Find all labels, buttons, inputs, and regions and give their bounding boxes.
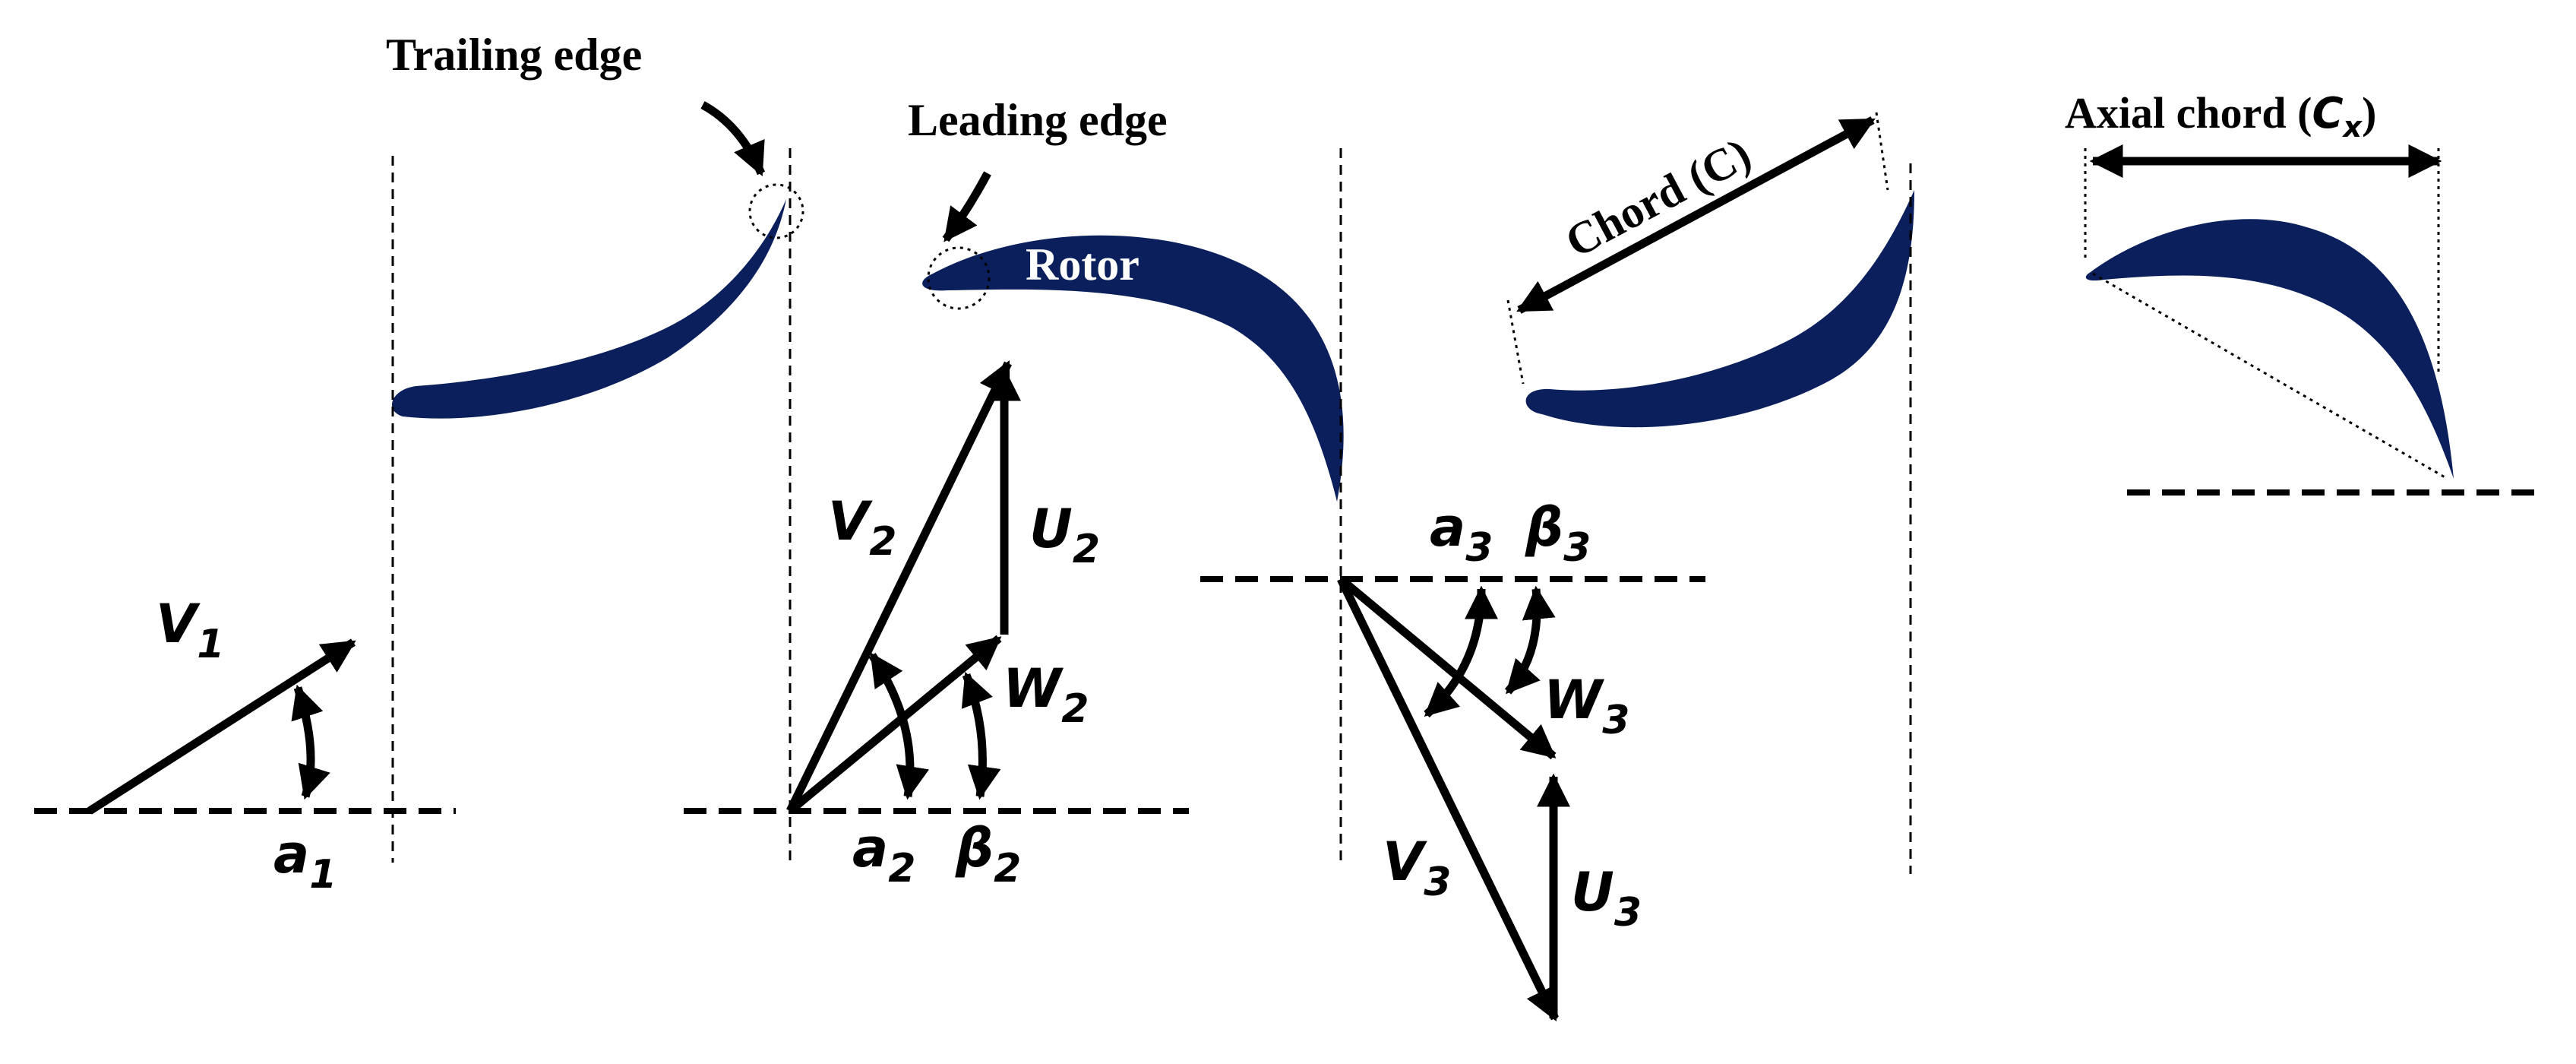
v3-label: V3 (1383, 831, 1451, 905)
v2-vector (786, 360, 1012, 813)
chord-example-blade (1525, 190, 1914, 428)
u3-label: U3 (1571, 861, 1642, 936)
v1-vector (87, 638, 356, 815)
trailing-edge-circle (748, 183, 804, 239)
beta3-label: β3 (1525, 496, 1591, 571)
u2-label: U2 (1029, 498, 1100, 572)
stator-label: Stator (448, 413, 570, 463)
alpha3-label: a3 (1430, 496, 1493, 571)
chord-tick-right (1875, 112, 1889, 191)
chord-arrow (1516, 116, 1876, 314)
beta2-label: β2 (955, 817, 1021, 891)
rotor-label: Rotor (1026, 239, 1139, 290)
chord-tick-left (1506, 299, 1525, 385)
alpha2-arc (868, 652, 930, 800)
w2-label: W2 (1003, 657, 1089, 732)
trailing-edge-label: Trailing edge (386, 30, 642, 80)
axial-chord-example-blade (2085, 219, 2454, 479)
leading-edge-label: Leading edge (908, 95, 1168, 145)
stator-blade (392, 199, 786, 419)
v3-vector (1337, 577, 1559, 1021)
v1-label: V1 (156, 593, 224, 667)
alpha3-arc (1424, 585, 1498, 718)
trailing-edge-pointer (700, 101, 766, 177)
alpha2-label: a2 (852, 817, 915, 891)
alpha1-label: a1 (273, 823, 337, 898)
leading-edge-pointer (942, 171, 991, 242)
beta2-arc (961, 671, 1001, 800)
v2-label: V2 (828, 490, 896, 565)
w2-vector (787, 635, 1002, 815)
beta3-arc (1504, 585, 1556, 695)
leading-edge-circle (927, 246, 991, 310)
w3-label: W3 (1544, 669, 1629, 743)
alpha1-arc (291, 684, 330, 800)
rotor-blade (922, 235, 1344, 502)
axial-chord-label: Axial chord (Cx) (2065, 88, 2376, 144)
